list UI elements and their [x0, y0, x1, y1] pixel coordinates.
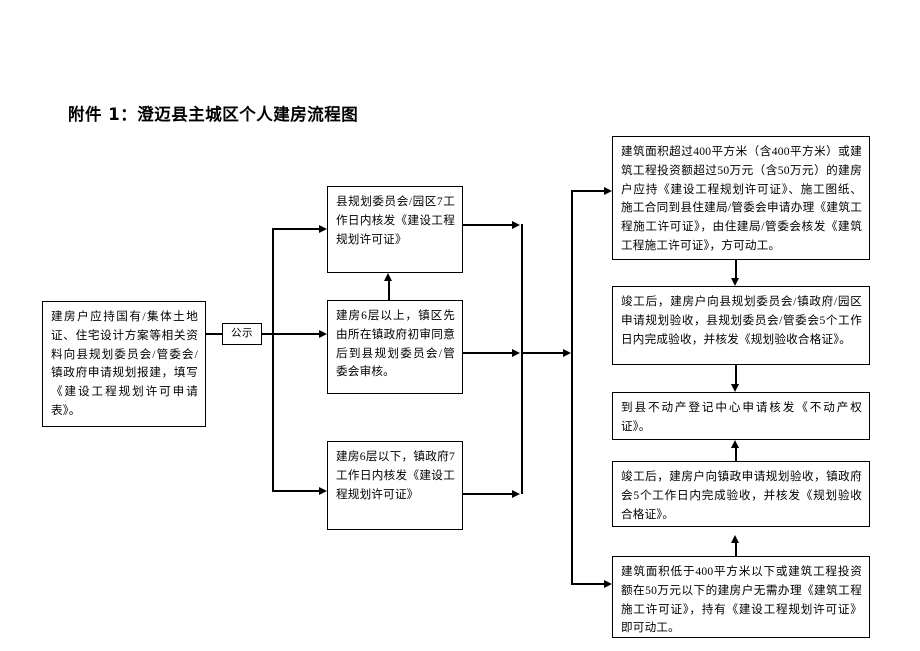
arrowhead-mid-center-to-mid-top	[384, 273, 392, 281]
connector-node-4-to-node-3	[735, 448, 737, 461]
node-mid-top: 县规划委员会/园区7工作日内核发《建设工程规划许可证》	[327, 186, 463, 273]
connector-node-1-to-node-2	[735, 260, 737, 278]
node-right-construction-permit: 建筑面积超过400平方米（含400平方米）或建筑工程投资额超过50万元（含50万…	[612, 136, 870, 260]
connector-bus-to-mid-top	[272, 228, 319, 230]
connector-bus-to-mid-center	[272, 333, 319, 335]
arrowhead-bus-to-mid-bottom	[319, 486, 327, 495]
connector-right-bus-to-node-1	[571, 190, 604, 192]
connector-collector-to-right-bus	[521, 352, 563, 354]
connector-right-bus	[571, 190, 573, 584]
connector-mid-center-to-collector	[463, 352, 512, 354]
tag-public-notice: 公示	[222, 323, 262, 345]
connector-mid-top-to-collector	[463, 224, 512, 226]
node-right-county-acceptance: 竣工后，建房户向县规划委员会/镇政府/园区申请规划验收，县规划委员会/管委会5个…	[612, 286, 870, 365]
connector-collector-bus	[521, 224, 523, 494]
arrowhead-node-2-to-node-3	[731, 384, 739, 392]
connector-node-2-to-node-3	[735, 365, 737, 384]
connector-start-to-bus	[206, 333, 222, 335]
node-right-property-registration: 到县不动产登记中心申请核发《不动产权证》。	[612, 392, 870, 440]
node-mid-center: 建房6层以上，镇区先由所在镇政府初审同意后到县规划委员会/管委会审核。	[327, 300, 463, 394]
arrowhead-mid-center-to-collector	[512, 348, 520, 357]
page-title: 附件 1：澄迈县主城区个人建房流程图	[68, 105, 359, 124]
arrowhead-collector-to-right-bus	[563, 348, 571, 357]
arrowhead-bus-to-mid-center	[319, 329, 327, 338]
arrowhead-right-bus-to-node-1	[604, 186, 612, 195]
arrowhead-mid-bottom-to-collector	[512, 489, 520, 498]
connector-mid-bottom-to-collector	[463, 493, 512, 495]
connector-left-bus	[272, 228, 274, 490]
node-start: 建房户应持国有/集体土地证、住宅设计方案等相关资料向县规划委员会/管委会/镇政府…	[42, 301, 206, 427]
connector-right-bus-to-node-5	[571, 583, 604, 585]
node-right-town-acceptance: 竣工后，建房户向镇政申请规划验收，镇政府会5个工作日内完成验收，并核发《规划验收…	[612, 461, 870, 527]
connector-mid-center-to-mid-top	[388, 281, 390, 301]
arrowhead-node-4-to-node-3	[731, 440, 739, 448]
arrowhead-right-bus-to-node-5	[604, 579, 612, 588]
arrowhead-mid-top-to-collector	[512, 220, 520, 229]
connector-node-5-to-node-4	[735, 543, 737, 556]
node-mid-bottom: 建房6层以下，镇政府7工作日内核发《建设工程规划许可证》	[327, 441, 463, 530]
node-right-no-permit-needed: 建筑面积低于400平方米以下或建筑工程投资额在50万元以下的建房户无需办理《建筑…	[612, 556, 870, 638]
arrowhead-node-5-to-node-4	[731, 535, 739, 543]
connector-bus-to-mid-bottom	[272, 490, 319, 492]
connector-tag-to-bus	[262, 333, 273, 335]
arrowhead-node-1-to-node-2	[731, 278, 739, 286]
arrowhead-bus-to-mid-top	[319, 224, 327, 233]
